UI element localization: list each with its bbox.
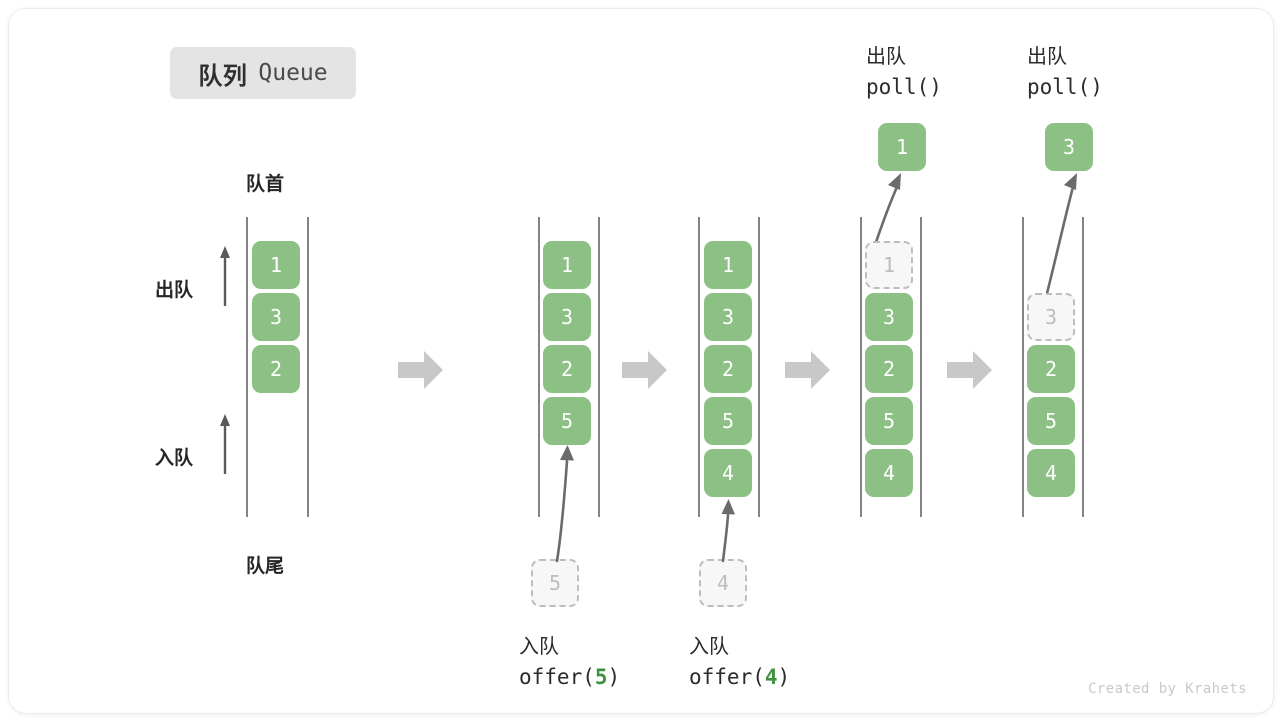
- queue-element: 2: [543, 345, 591, 393]
- op-code-prefix: poll(: [866, 75, 930, 99]
- queue-element: 3: [704, 293, 752, 341]
- op-code-suffix: ): [607, 665, 621, 689]
- queue-element: 1: [704, 241, 752, 289]
- queue-element: 2: [252, 345, 300, 393]
- operation-label-code: offer(5): [519, 665, 620, 689]
- op-code-arg: 4: [764, 665, 778, 689]
- incoming-element-ghost: 5: [531, 559, 579, 607]
- queue-element: 3: [252, 293, 300, 341]
- operation-label-cn: 出队: [1027, 46, 1067, 68]
- queue-element: 2: [1027, 345, 1075, 393]
- dequeue-direction-label: 出队: [155, 280, 194, 301]
- popped-element: 1: [878, 123, 926, 171]
- title-english: Queue: [258, 60, 328, 86]
- queue-element: 4: [1027, 449, 1075, 497]
- enqueue-direction-arrow-icon: [218, 413, 232, 475]
- popped-element: 3: [1045, 123, 1093, 171]
- op-code-suffix: ): [1090, 75, 1103, 99]
- enqueue-motion-arrow-icon: [709, 495, 749, 563]
- queue-rail-right-5: [1082, 217, 1084, 517]
- op-code-prefix: offer(: [519, 665, 595, 689]
- step-arrow-icon: [398, 349, 444, 391]
- enqueue-direction-label: 入队: [155, 448, 194, 469]
- step-arrow-icon: [622, 349, 668, 391]
- operation-label-code: poll(): [866, 75, 942, 99]
- title-chinese: 队列: [198, 62, 248, 90]
- queue-rail-left-1: [246, 217, 248, 517]
- operation-label-cn: 入队: [519, 636, 559, 658]
- queue-head-label: 队首: [246, 174, 285, 195]
- step-arrow-icon: [947, 349, 993, 391]
- queue-element: 2: [704, 345, 752, 393]
- queue-rail-right-2: [598, 217, 600, 517]
- credit-text: Created by Krahets: [1088, 681, 1247, 697]
- operation-label-cn: 入队: [689, 636, 729, 658]
- queue-element: 4: [865, 449, 913, 497]
- dequeue-motion-arrow-icon: [1027, 171, 1097, 311]
- diagram-title-badge: 队列 Queue: [170, 47, 356, 99]
- dequeue-direction-arrow-icon: [218, 245, 232, 307]
- queue-element: 5: [1027, 397, 1075, 445]
- operation-label-code: poll(): [1027, 75, 1103, 99]
- queue-element-new: 5: [543, 397, 591, 445]
- queue-element-new: 4: [704, 449, 752, 497]
- enqueue-motion-arrow-icon: [539, 441, 583, 563]
- queue-rail-right-1: [307, 217, 309, 517]
- queue-rail-left-2: [538, 217, 540, 517]
- incoming-element-ghost: 4: [699, 559, 747, 607]
- op-code-prefix: poll(: [1027, 75, 1091, 99]
- queue-element: 2: [865, 345, 913, 393]
- queue-rail-left-3: [698, 217, 700, 517]
- queue-element: 1: [252, 241, 300, 289]
- step-arrow-icon: [785, 349, 831, 391]
- queue-rail-left-4: [860, 217, 862, 517]
- operation-label-cn: 出队: [866, 46, 906, 68]
- queue-rail-right-3: [758, 217, 760, 517]
- queue-rail-left-5: [1022, 217, 1024, 517]
- diagram-canvas: 队列 Queue 队首 队尾 出队 入队 1 3 2 1 3 2 5 5: [8, 8, 1274, 714]
- queue-element: 3: [543, 293, 591, 341]
- op-code-arg: 5: [594, 665, 608, 689]
- queue-element: 5: [865, 397, 913, 445]
- queue-element: 3: [865, 293, 913, 341]
- op-code-prefix: offer(: [689, 665, 765, 689]
- queue-rail-right-4: [920, 217, 922, 517]
- queue-element: 1: [543, 241, 591, 289]
- queue-element: 5: [704, 397, 752, 445]
- op-code-suffix: ): [929, 75, 942, 99]
- queue-element-removed: 1: [865, 241, 913, 289]
- op-code-suffix: ): [777, 665, 791, 689]
- queue-element-removed: 3: [1027, 293, 1075, 341]
- operation-label-code: offer(4): [689, 665, 790, 689]
- queue-tail-label: 队尾: [246, 556, 285, 577]
